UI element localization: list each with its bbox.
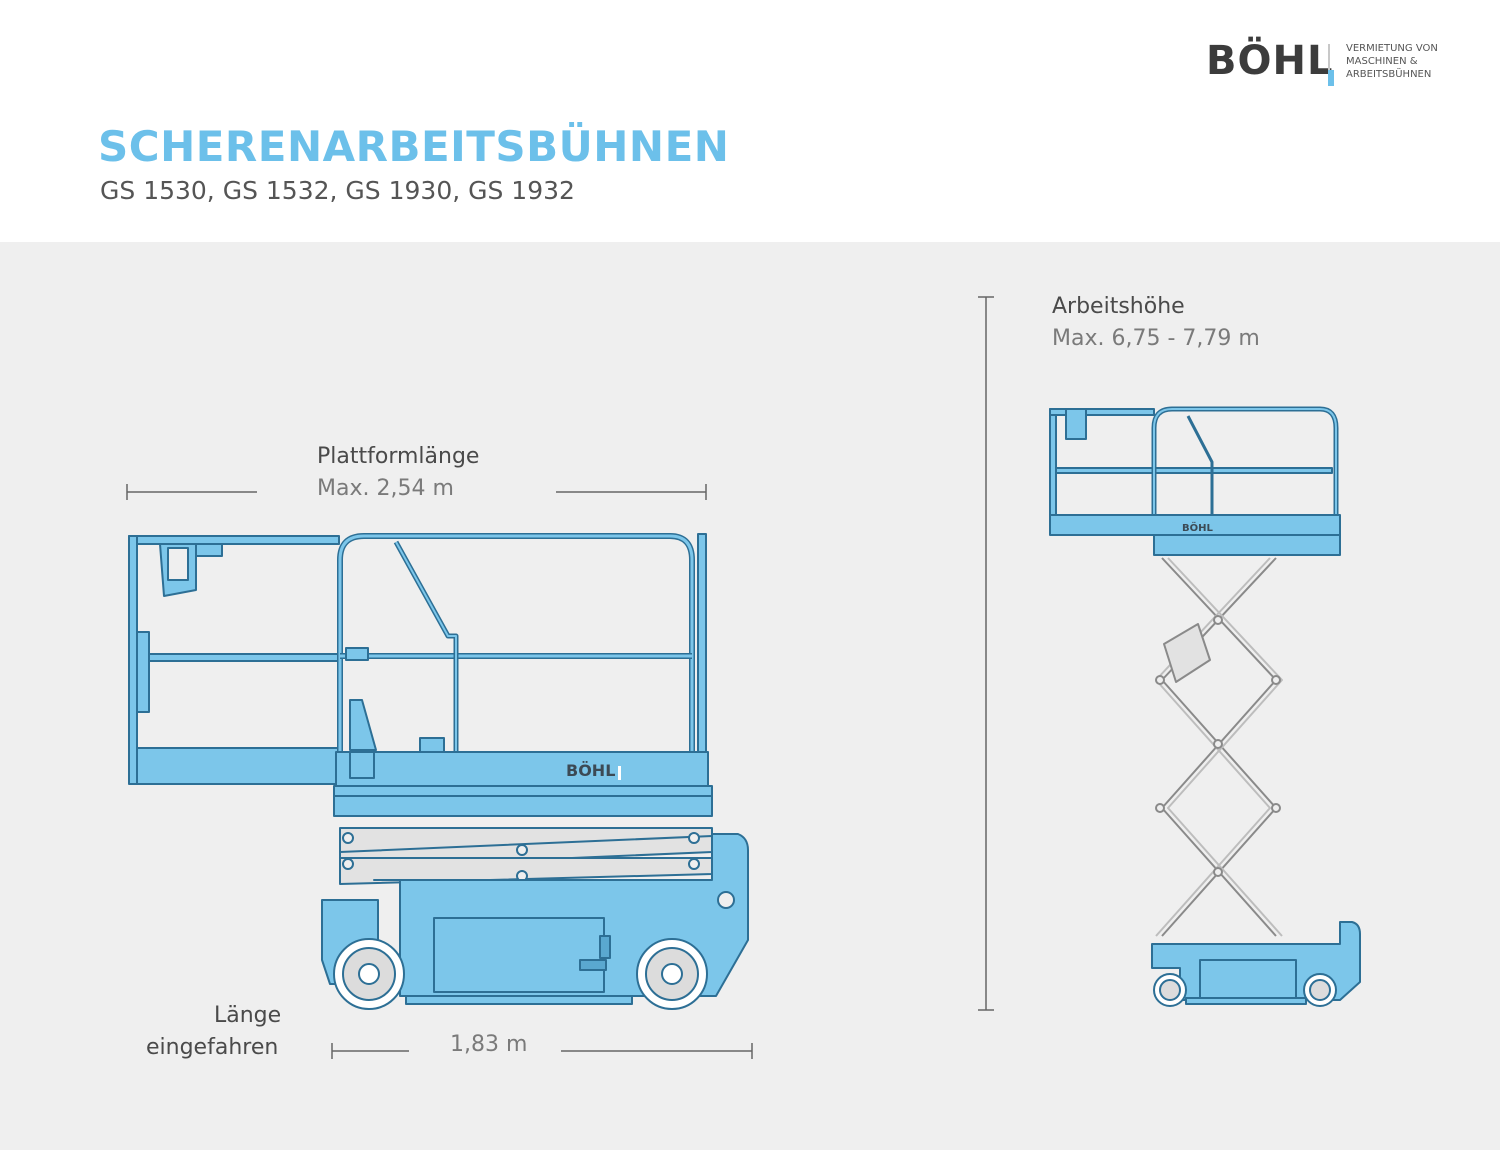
front-platform: BÖHL: [1049, 406, 1341, 556]
logo-accent-mark: [1328, 70, 1334, 86]
machine-logo-wordmark: BÖHL: [566, 761, 615, 780]
front-machine-logo-wordmark: BÖHL: [1182, 520, 1213, 534]
boehl-logo: BÖHL VERMIETUNG VON MASCHINEN & ARBEITSB…: [1206, 38, 1446, 98]
extension-deck: [128, 535, 340, 785]
working-height-dimension-line: [978, 296, 994, 1011]
wheel-front: [636, 938, 708, 1010]
wheel-rear: [333, 938, 405, 1010]
lift-side-view: BÖHL: [128, 533, 749, 1010]
working-height-value: Max. 6,75 - 7,79 m: [1052, 326, 1260, 351]
logo-divider: [1328, 44, 1330, 80]
header: SCHERENARBEITSBÜHNEN GS 1530, GS 1532, G…: [0, 0, 1500, 242]
retracted-length-dimension-line: [331, 1043, 753, 1059]
lift-front-view: BÖHL: [1049, 406, 1361, 1007]
retracted-length-label-line1: Länge: [214, 1003, 282, 1028]
retracted-length-value: 1,83 m: [450, 1032, 528, 1057]
page-subtitle: GS 1530, GS 1532, GS 1930, GS 1932: [100, 176, 575, 205]
platform-length-label: Plattformlänge: [317, 444, 480, 469]
page-title: SCHERENARBEITSBÜHNEN: [98, 122, 730, 171]
front-wheel-front: [1303, 973, 1337, 1007]
platform-deck: BÖHL: [333, 699, 713, 817]
main-guardrail: [337, 533, 707, 789]
retracted-length-label-line2: eingefahren: [146, 1035, 279, 1060]
front-wheel-rear: [1153, 973, 1187, 1007]
working-height-label: Arbeitshöhe: [1052, 294, 1185, 319]
platform-length-value: Max. 2,54 m: [317, 476, 454, 501]
scissor-stack: [339, 827, 713, 885]
logo-tagline: VERMIETUNG VON MASCHINEN & ARBEITSBÜHNEN: [1346, 43, 1438, 80]
platform-length-dimension-line: [126, 484, 707, 500]
front-scissor-arms: [1155, 557, 1283, 937]
logo-wordmark: BÖHL: [1206, 38, 1334, 84]
